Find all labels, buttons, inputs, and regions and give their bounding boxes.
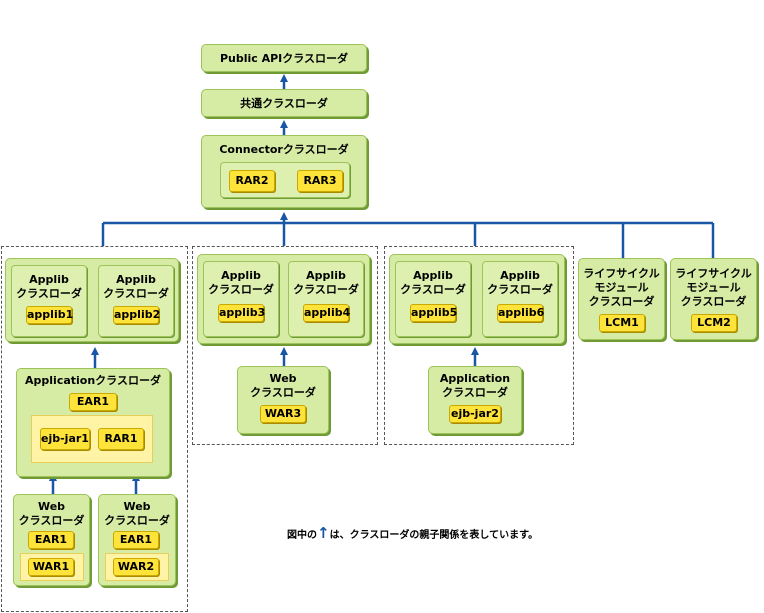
common-label: 共通クラスローダ <box>240 97 328 110</box>
group-box-3 <box>384 246 574 445</box>
applib3-chip: applib3 <box>218 304 265 322</box>
applib2-line1: Applib <box>116 273 156 286</box>
applib2-chip: applib2 <box>113 306 160 324</box>
application3-line1: Application <box>439 372 511 385</box>
applib5-class-loader: Applib クラスローダ applib5 <box>395 261 471 337</box>
web-class-loader-1: Web クラスローダ EAR1 WAR1 <box>13 494 90 586</box>
applib4-line2: クラスローダ <box>293 283 359 296</box>
web3-line1: Web <box>269 372 297 385</box>
connector-rar-tray: RAR2 RAR3 <box>220 162 350 198</box>
applib-pair-group1: Applib クラスローダ applib1 Applib クラスローダ appl… <box>5 258 179 342</box>
ejb-jar2-chip: ejb-jar2 <box>449 405 501 423</box>
applib6-chip: applib6 <box>497 304 544 322</box>
applib-pair-group2: Applib クラスローダ applib3 Applib クラスローダ appl… <box>197 254 370 344</box>
up-arrow-icon: ↑ <box>317 524 330 542</box>
ejb-jar1-chip: ejb-jar1 <box>40 428 90 450</box>
legend-suffix: は、クラスローダの親子関係を表しています。 <box>329 530 539 541</box>
connector-class-loader: Connectorクラスローダ RAR2 RAR3 <box>201 135 367 208</box>
applib1-line2: クラスローダ <box>16 287 82 300</box>
applib5-line1: Applib <box>413 269 453 282</box>
ear1-chip-web2: EAR1 <box>113 531 159 549</box>
lcm2-line2: モジュール <box>686 281 741 294</box>
legend-note: 図中の↑は、クラスローダの親子関係を表しています。 <box>287 524 538 542</box>
group-box-1 <box>1 246 188 612</box>
lcm1-chip: LCM1 <box>599 314 645 332</box>
applib6-line2: クラスローダ <box>487 283 553 296</box>
lcm2-line1: ライフサイクル <box>675 267 752 280</box>
lcm1-line3: クラスローダ <box>588 295 655 308</box>
war1-chip: WAR1 <box>28 558 74 576</box>
applib-pair-group3: Applib クラスローダ applib5 Applib クラスローダ appl… <box>389 254 565 344</box>
applib4-class-loader: Applib クラスローダ applib4 <box>288 261 364 337</box>
web1-line1: Web <box>37 500 66 513</box>
web-class-loader-3: Web クラスローダ WAR3 <box>237 366 329 434</box>
war2-chip: WAR2 <box>113 558 159 576</box>
applib4-chip: applib4 <box>303 304 350 322</box>
lifecycle-class-loader-1: ライフサイクル モジュール クラスローダ LCM1 <box>578 258 665 340</box>
group-box-2 <box>192 246 378 445</box>
lifecycle-class-loader-2: ライフサイクル モジュール クラスローダ LCM2 <box>670 258 757 340</box>
rar3-chip: RAR3 <box>297 170 343 192</box>
public-api-class-loader: Public APIクラスローダ <box>201 44 367 72</box>
applib3-class-loader: Applib クラスローダ applib3 <box>203 261 279 337</box>
applib1-line1: Applib <box>29 273 69 286</box>
lcm2-line3: クラスローダ <box>680 295 747 308</box>
web-class-loader-2: Web クラスローダ EAR1 WAR2 <box>98 494 176 586</box>
rar1-chip: RAR1 <box>98 428 144 450</box>
ear1-chip-application: EAR1 <box>69 393 117 411</box>
applib2-line2: クラスローダ <box>103 287 169 300</box>
web2-war-tray: WAR2 <box>105 553 169 581</box>
applib5-line2: クラスローダ <box>400 283 466 296</box>
lcm1-line1: ライフサイクル <box>583 267 660 280</box>
application3-line2: クラスローダ <box>442 386 508 399</box>
applib3-line1: Applib <box>221 269 261 282</box>
applib1-chip: applib1 <box>26 306 73 324</box>
web1-war-tray: WAR1 <box>20 553 84 581</box>
application-class-loader-3: Application クラスローダ ejb-jar2 <box>428 366 522 434</box>
rar2-chip: RAR2 <box>229 170 275 192</box>
application1-label: Applicationクラスローダ <box>25 374 161 387</box>
legend-prefix: 図中の <box>287 530 317 541</box>
lcm1-line2: モジュール <box>594 281 649 294</box>
web1-line2: クラスローダ <box>18 514 85 527</box>
applib3-line2: クラスローダ <box>208 283 274 296</box>
ear1-contents: ejb-jar1 RAR1 <box>31 415 153 463</box>
applib4-line1: Applib <box>306 269 346 282</box>
applib6-line1: Applib <box>500 269 540 282</box>
web2-line1: Web <box>123 500 151 513</box>
common-class-loader: 共通クラスローダ <box>201 89 367 117</box>
public-api-label: Public APIクラスローダ <box>219 52 349 65</box>
lcm2-chip: LCM2 <box>691 314 737 332</box>
war3-chip: WAR3 <box>260 405 306 423</box>
applib5-chip: applib5 <box>410 304 457 322</box>
web3-line2: クラスローダ <box>250 386 316 399</box>
applib1-class-loader: Applib クラスローダ applib1 <box>11 265 87 337</box>
web2-line2: クラスローダ <box>104 514 170 527</box>
ear1-chip-web1: EAR1 <box>28 531 74 549</box>
connector-label: Connectorクラスローダ <box>219 143 349 156</box>
applib2-class-loader: Applib クラスローダ applib2 <box>98 265 174 337</box>
applib6-class-loader: Applib クラスローダ applib6 <box>482 261 558 337</box>
application-class-loader-1: Applicationクラスローダ EAR1 ejb-jar1 RAR1 <box>16 368 170 477</box>
